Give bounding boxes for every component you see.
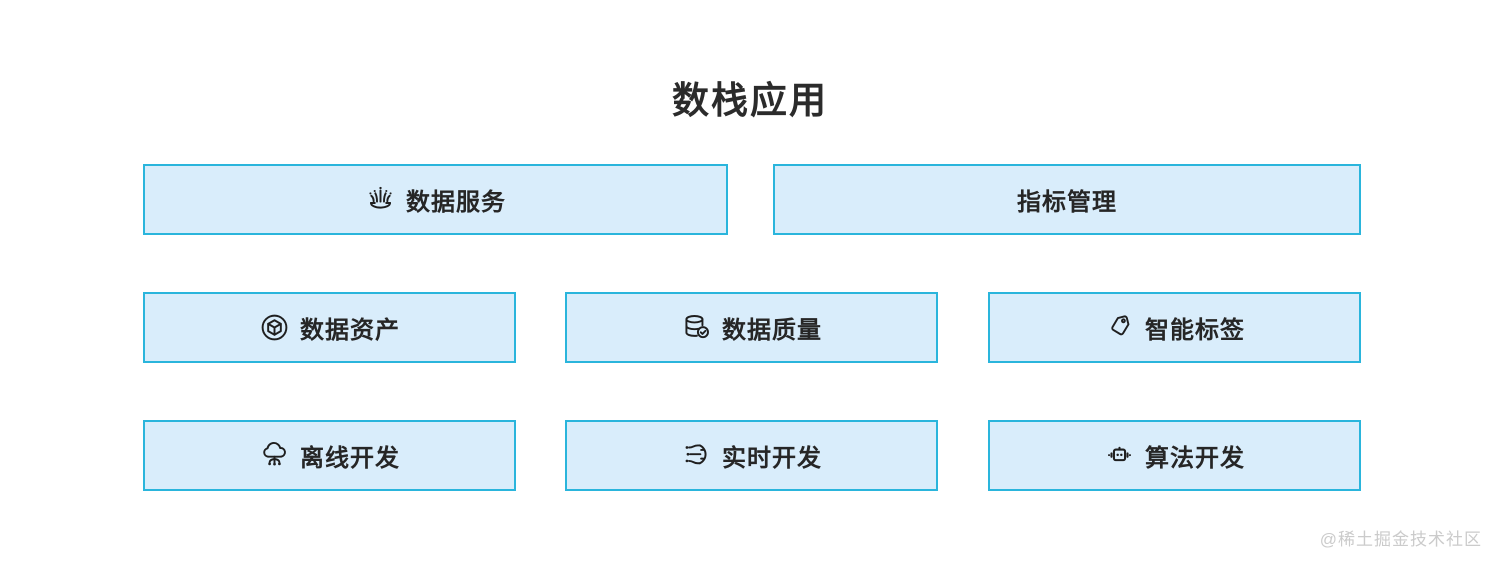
watermark: @稀土掘金技术社区 <box>1319 530 1482 549</box>
tag-icon <box>1104 312 1135 343</box>
robot-icon <box>1104 440 1135 471</box>
page-title: 数栈应用 <box>672 80 828 121</box>
database-check-icon <box>681 312 712 343</box>
card-label: 智能标签 <box>1145 317 1245 344</box>
card-data-service: 数据服务 <box>143 164 728 235</box>
card-algorithm-development: 算法开发 <box>988 420 1361 491</box>
card-data-quality: 数据质量 <box>565 292 938 363</box>
card-label: 数据服务 <box>406 189 506 216</box>
card-label: 数据资产 <box>300 317 400 344</box>
card-data-assets: 数据资产 <box>143 292 516 363</box>
card-label: 指标管理 <box>1017 189 1117 216</box>
card-label: 离线开发 <box>300 445 400 472</box>
card-metrics-management: 指标管理 <box>773 164 1361 235</box>
cube-circle-icon <box>259 312 290 343</box>
card-label: 实时开发 <box>722 445 822 472</box>
stream-icon <box>681 440 712 471</box>
card-label: 数据质量 <box>722 317 822 344</box>
cloud-network-icon <box>259 440 290 471</box>
card-label: 算法开发 <box>1145 445 1245 472</box>
card-realtime-development: 实时开发 <box>565 420 938 491</box>
fountain-icon <box>365 184 396 215</box>
card-offline-development: 离线开发 <box>143 420 516 491</box>
card-smart-tags: 智能标签 <box>988 292 1361 363</box>
